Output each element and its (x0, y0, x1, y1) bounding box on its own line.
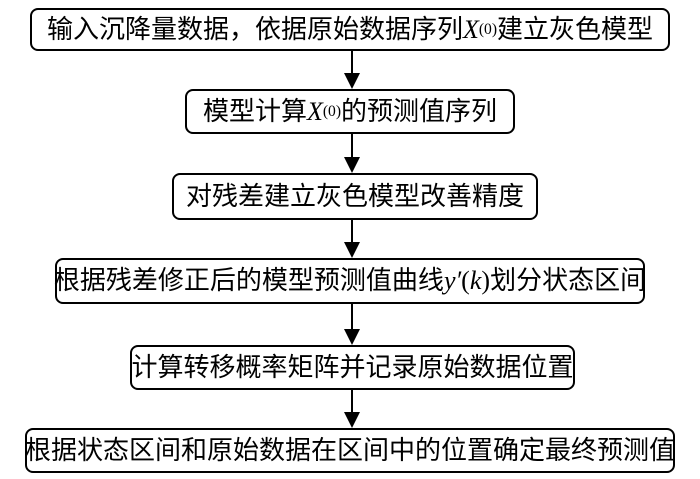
arrow-head-icon (344, 157, 360, 173)
flow-step-residual-grey-model: 对残差建立灰色模型改善精度 (172, 173, 538, 220)
text-segment: 模型计算 (202, 96, 307, 127)
arrow-shaft (351, 220, 353, 242)
flow-arrow-2 (344, 134, 360, 173)
text-segment: ( (461, 266, 470, 295)
text-segment: 建立灰色模型 (497, 14, 654, 45)
text-segment: 输入沉降量数据，依据原始数据序列 (46, 14, 463, 45)
flow-arrow-4 (344, 304, 360, 345)
arrow-head-icon (344, 242, 360, 258)
text-segment: 的预测值序列 (341, 96, 498, 127)
arrow-head-icon (344, 329, 360, 345)
arrow-shaft (351, 51, 353, 73)
text-segment: 划分状态区间 (490, 266, 647, 296)
flow-arrow-3 (344, 220, 360, 258)
arrow-shaft (351, 134, 353, 157)
arrow-shaft (351, 390, 353, 412)
arrow-head-icon (344, 412, 360, 428)
arrow-head-icon (344, 73, 360, 89)
arrow-shaft (351, 304, 353, 329)
text-segment: k (469, 266, 482, 295)
text-segment: 根据状态区间和原始数据在区间中的位置确定最终预测值 (25, 435, 676, 466)
text-segment: ) (481, 266, 491, 295)
text-segment: 计算转移概率矩阵并记录原始数据位置 (131, 352, 574, 383)
flow-step-final-prediction: 根据状态区间和原始数据在区间中的位置确定最终预测值 (25, 428, 675, 473)
flow-arrow-1 (344, 51, 360, 89)
text-segment: X (462, 14, 479, 44)
text-segment: X (306, 96, 323, 126)
flow-step-transition-matrix: 计算转移概率矩阵并记录原始数据位置 (130, 345, 575, 390)
text-segment: 对残差建立灰色模型改善精度 (185, 181, 524, 212)
text-segment: 根据残差修正后的模型预测值曲线 (53, 266, 444, 296)
flow-arrow-5 (344, 390, 360, 428)
text-segment: y′ (443, 266, 462, 295)
